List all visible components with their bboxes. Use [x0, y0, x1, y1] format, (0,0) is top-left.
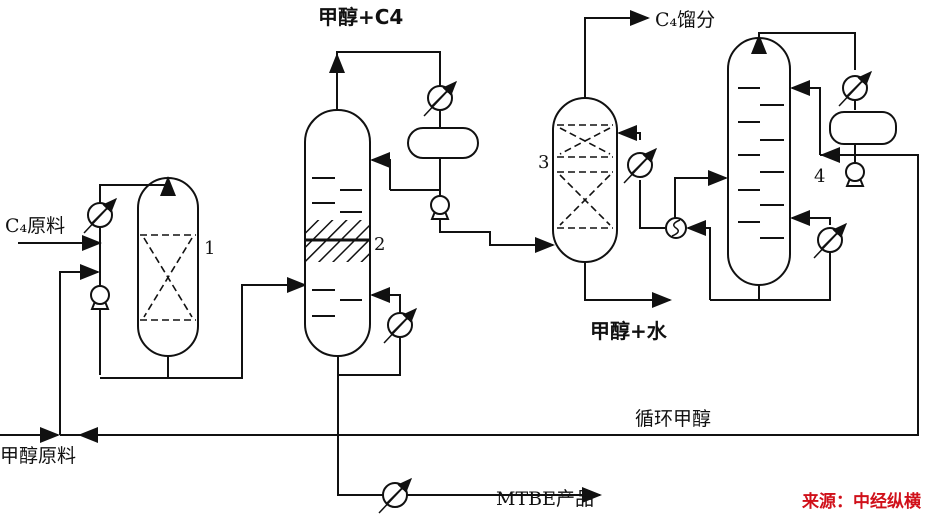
label-recycle-methanol: 循环甲醇	[635, 408, 711, 430]
source-credit: 来源：中经纵横	[801, 491, 921, 512]
water-wash-column-3: 3	[538, 97, 618, 263]
label-c4-fraction: C₄馏分	[655, 9, 715, 31]
pump-icon	[430, 195, 450, 220]
label-mtbe-product: MTBE产品	[496, 488, 594, 510]
pump-icon	[845, 162, 865, 187]
heat-exchanger-icon	[624, 149, 656, 183]
label-c4-feed: C₄原料	[5, 215, 65, 237]
pump-icon	[90, 285, 110, 310]
unit-label-1: 1	[204, 238, 215, 259]
heat-exchanger-icon	[839, 72, 871, 106]
label-methanol-feed: 甲醇原料	[0, 445, 76, 467]
heat-exchanger-icon	[424, 82, 456, 116]
product-cooler-icon	[379, 479, 411, 513]
reboiler-icon	[384, 309, 416, 343]
column-3-piping	[584, 10, 728, 308]
unit-label-2: 2	[374, 234, 385, 255]
reflux-drum-4	[829, 111, 897, 145]
interchanger-icon	[665, 217, 687, 239]
heat-exchanger-icon	[84, 199, 116, 233]
catalytic-distillation-column-2: 2	[304, 109, 385, 357]
reflux-drum-2	[407, 127, 479, 159]
unit-label-4: 4	[814, 166, 825, 187]
reactor-piping	[18, 176, 305, 435]
column-4-piping	[0, 32, 919, 443]
unit-label-3: 3	[538, 152, 549, 173]
reboiler-icon	[814, 224, 846, 258]
label-methanol-c4: 甲醇+C4	[318, 5, 403, 29]
label-methanol-water: 甲醇+水	[590, 319, 668, 343]
reactor-1: 1	[137, 177, 215, 357]
methanol-recovery-column-4: 4	[727, 37, 825, 286]
